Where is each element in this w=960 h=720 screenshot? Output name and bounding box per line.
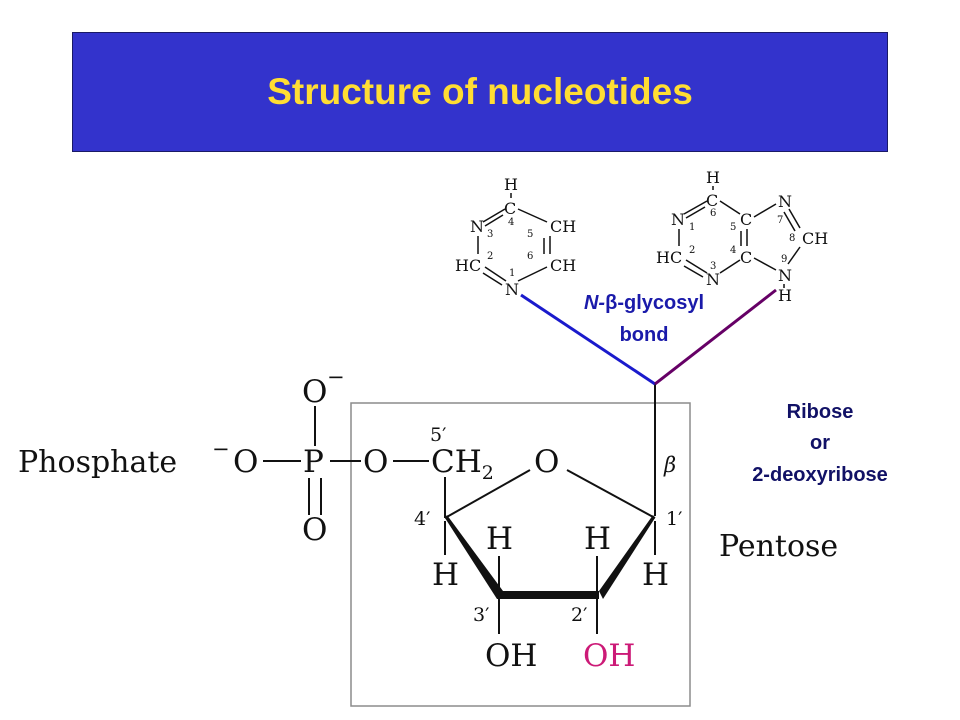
pyr-c2-n1-double <box>482 272 503 286</box>
phosphate-o-top: O <box>302 374 327 410</box>
pur-c5-n7-bond <box>753 203 777 218</box>
phosphate-o-bridge: O <box>363 444 388 480</box>
pur-c6-n1-double <box>685 206 706 219</box>
pur-num5: 5 <box>730 222 736 233</box>
pyr-ch5: CH <box>550 217 576 236</box>
purine-link-line <box>654 288 777 386</box>
pyr-c2-n1-bond <box>484 266 507 282</box>
h-c1: H <box>642 557 669 593</box>
pyr-num6: 6 <box>527 251 533 262</box>
pur-h-top: H <box>706 168 720 187</box>
pur-hc2: HC <box>656 248 682 267</box>
pur-num1: 1 <box>689 222 695 233</box>
pyr-ch6: CH <box>550 256 576 275</box>
glycosyl-bond-label: N-β-glycosyl <box>584 292 704 314</box>
pur-c6: C <box>706 191 718 210</box>
glycosyl-bond-label-line2: bond <box>620 324 669 346</box>
pur-num4: 4 <box>730 245 736 256</box>
pyrimidine-link-line <box>520 293 656 386</box>
pyr-hc2: HC <box>455 256 481 275</box>
pyr-c4-n3-bond <box>482 208 506 223</box>
c2-c1-wedge <box>599 515 655 599</box>
oh-c2: OH <box>583 638 635 674</box>
pur-n7-c8-double <box>783 211 796 232</box>
pur-c6-c5-bond <box>719 200 741 215</box>
pyr-n3: N <box>470 217 484 236</box>
phosphate-label: Phosphate <box>18 445 177 480</box>
pur-c2-n3-bond <box>685 259 708 274</box>
c4-c3-wedge <box>445 515 503 599</box>
pur-n3: N <box>706 270 720 289</box>
pyr-c4-n3-double <box>484 214 504 227</box>
pos-3-prime: 3′ <box>473 604 489 626</box>
pur-c4: C <box>740 248 752 267</box>
phosphate-minus-top: − <box>327 365 345 389</box>
c4-o-bond <box>444 469 531 519</box>
pos-5-prime: 5′ <box>430 424 446 446</box>
pur-num7: 7 <box>777 215 783 226</box>
pos-2-prime: 2′ <box>571 604 587 626</box>
pyr-num4: 4 <box>508 217 514 228</box>
pyr-c4-c5-bond <box>517 208 548 223</box>
h-c4: H <box>432 557 459 593</box>
pur-num6: 6 <box>710 208 716 219</box>
pur-num8: 8 <box>789 233 795 244</box>
pur-c4-n9-bond <box>753 257 777 271</box>
pur-h9: H <box>778 286 792 305</box>
ribose-ch2: CH2 <box>431 444 494 484</box>
pyrimidine-structure: H C 4 N 3 CH 5 HC 2 CH 6 N 1 <box>455 175 576 299</box>
o-c1-bond <box>566 469 656 519</box>
purine-structure: H C 6 N 1 C 5 N 7 CH 8 HC 2 C 4 N 3 N 9 <box>656 168 828 305</box>
sugar-label-deoxyribose: 2-deoxyribose <box>752 464 888 486</box>
phosphate-minus-left: − <box>212 437 230 461</box>
h-c3: H <box>486 521 513 557</box>
pur-num9: 9 <box>781 254 787 265</box>
title-banner: Structure of nucleotides <box>72 32 888 152</box>
pyr-num5: 5 <box>527 229 533 240</box>
pyr-num1: 1 <box>509 268 515 279</box>
pur-n7-c8-bond <box>788 208 801 229</box>
pentose-label: Pentose <box>719 529 838 564</box>
c3-c2-bold-bond <box>497 591 599 599</box>
phosphate-o-left: O <box>233 444 258 480</box>
oh-c3: OH <box>485 638 537 674</box>
ribose-ring-o: O <box>534 444 559 480</box>
pyr-c6-n1-bond <box>517 266 548 282</box>
pyr-c4: C <box>504 199 516 218</box>
pur-n1: N <box>671 210 685 229</box>
pentose-box <box>350 402 691 707</box>
pyr-num3: 3 <box>487 229 493 240</box>
beta-label: β <box>663 453 676 477</box>
pur-c6-n1-bond <box>683 200 708 215</box>
phosphate-p: P <box>303 444 324 480</box>
pur-num3: 3 <box>710 261 716 272</box>
pur-n7: N <box>778 192 792 211</box>
pur-c8-n9-bond <box>787 246 801 265</box>
pur-c5: C <box>740 210 752 229</box>
pur-num2: 2 <box>689 245 695 256</box>
pur-c2-n3-double <box>683 265 704 278</box>
pur-ch8: CH <box>802 229 828 248</box>
pyr-h-top: H <box>504 175 518 194</box>
pos-1-prime: 1′ <box>666 508 682 530</box>
pur-c4-n3-bond <box>719 259 741 274</box>
pyr-num2: 2 <box>487 251 493 262</box>
h-c2: H <box>584 521 611 557</box>
phosphate-o-bottom: O <box>302 512 327 548</box>
pur-n9: N <box>778 266 792 285</box>
pos-4-prime: 4′ <box>414 508 430 530</box>
sugar-label-ribose: Ribose <box>787 401 854 423</box>
pyr-n1: N <box>505 280 519 299</box>
sugar-label-or: or <box>810 432 830 454</box>
slide-title: Structure of nucleotides <box>267 71 693 112</box>
